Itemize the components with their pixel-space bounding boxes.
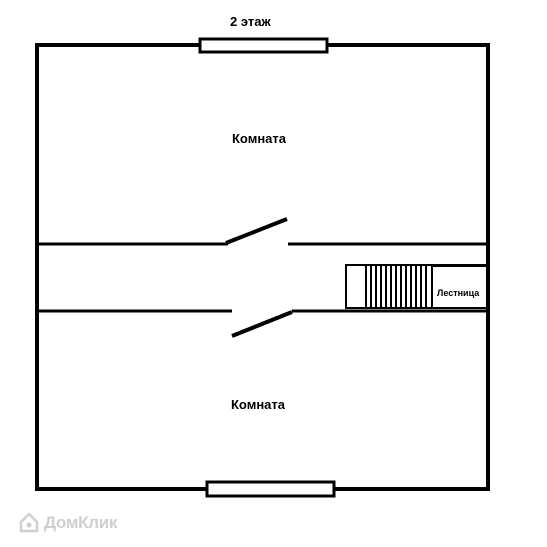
floor-title: 2 этаж (230, 14, 271, 29)
stairs-label: Лестница (437, 288, 480, 298)
door-upper (225, 217, 288, 245)
window-bottom (205, 480, 336, 498)
door-lower (231, 310, 293, 338)
watermark: ДомКлик (18, 509, 148, 535)
room-label-bottom: Комната (231, 397, 285, 412)
house-logo-icon (19, 512, 39, 533)
room-label-top: Комната (232, 131, 286, 146)
watermark-text: ДомКлик (44, 513, 118, 532)
window-top (198, 37, 329, 54)
stair-treads (365, 265, 427, 308)
